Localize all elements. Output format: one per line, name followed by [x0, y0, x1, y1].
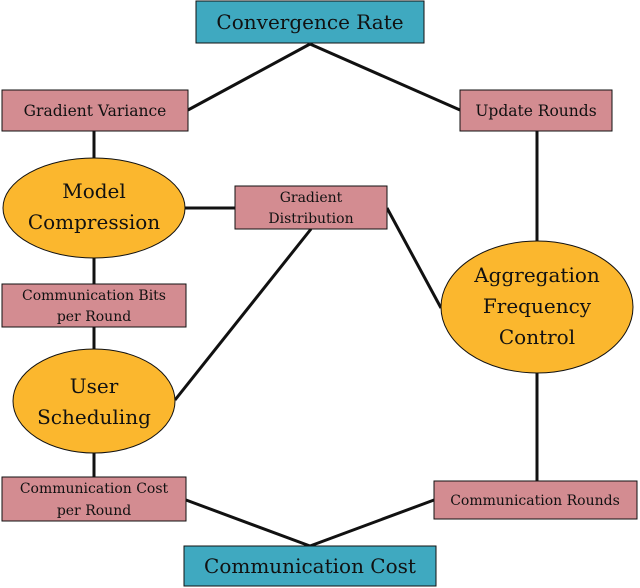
edges — [92, 42, 539, 548]
communication-rounds-label: Communication Rounds — [450, 493, 620, 509]
node-gradient-variance: Gradient Variance — [1, 89, 189, 132]
gradient-variance-label: Gradient Variance — [24, 102, 167, 120]
update-rounds-label: Update Rounds — [475, 102, 596, 120]
edge-comm-rounds-communication-cost — [309, 498, 435, 548]
edge-convergence-update-rounds — [309, 42, 461, 112]
node-communication-bits-per-round: Communication Bits per Round — [1, 283, 187, 328]
comm-bits-label-line1: Communication Bits — [22, 288, 166, 304]
edge-convergence-gradient-variance — [187, 42, 311, 112]
model-compression-label-line1: Model — [62, 179, 126, 203]
model-compression-label-line2: Compression — [28, 210, 160, 234]
aggregation-label-line3: Control — [499, 325, 575, 349]
aggregation-label-line2: Frequency — [483, 294, 592, 318]
comm-bits-label-line2: per Round — [57, 309, 131, 325]
node-communication-rounds: Communication Rounds — [433, 480, 638, 520]
edge-gradient-distribution-user-scheduling — [173, 228, 313, 401]
comm-cost-per-round-label-line1: Communication Cost — [20, 481, 169, 497]
convergence-rate-label: Convergence Rate — [216, 10, 403, 34]
gradient-distribution-label-line2: Distribution — [268, 211, 353, 227]
comm-cost-per-round-label-line2: per Round — [57, 503, 131, 519]
edge-gradient-distribution-aggregation — [385, 207, 443, 309]
node-model-compression: Model Compression — [2, 157, 186, 259]
node-convergence-rate: Convergence Rate — [195, 0, 425, 44]
user-scheduling-label-line1: User — [70, 374, 119, 398]
node-communication-cost-per-round: Communication Cost per Round — [1, 476, 187, 522]
node-aggregation-frequency-control: Aggregation Frequency Control — [440, 240, 634, 374]
gradient-distribution-label-line1: Gradient — [280, 190, 343, 206]
edge-comm-cost-per-round-communication-cost — [185, 498, 311, 548]
node-communication-cost: Communication Cost — [183, 545, 437, 587]
node-update-rounds: Update Rounds — [459, 89, 613, 132]
aggregation-label-line1: Aggregation — [473, 263, 600, 287]
node-user-scheduling: User Scheduling — [12, 348, 176, 454]
user-scheduling-label-line2: Scheduling — [37, 405, 151, 429]
node-gradient-distribution: Gradient Distribution — [234, 185, 388, 230]
communication-cost-label: Communication Cost — [204, 554, 416, 578]
